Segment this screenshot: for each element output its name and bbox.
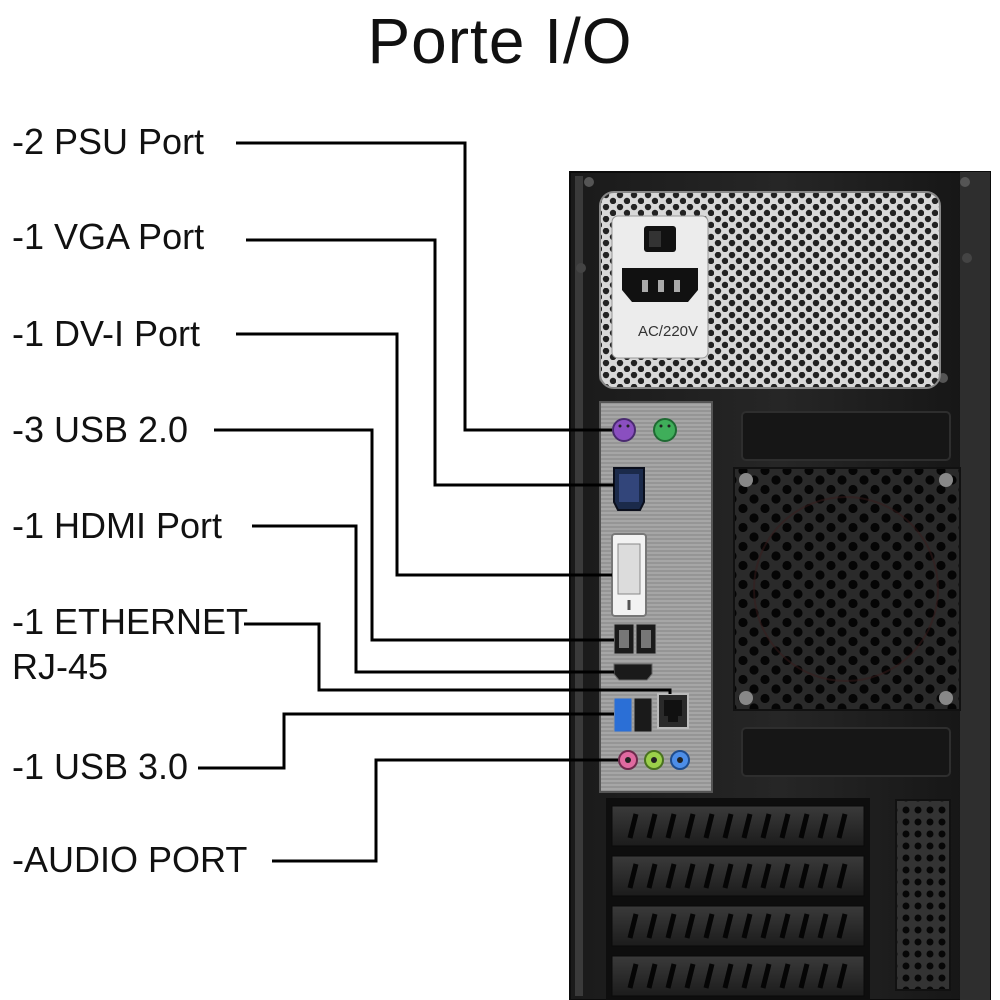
slot-vent-slit <box>646 913 658 939</box>
label-hdmi-port: -1 HDMI Port <box>12 505 223 546</box>
slot-vent-slit <box>836 963 848 989</box>
slot-vent-slit <box>760 913 772 939</box>
slot-vent-slit <box>722 963 734 989</box>
expansion-slots <box>606 798 870 1000</box>
slot-vent-slit <box>627 963 639 989</box>
leader-line-usb3 <box>198 712 614 770</box>
label-psu-port: -2 PSU Port <box>12 121 205 162</box>
label-usb3: -1 USB 3.0 <box>12 746 189 787</box>
label-ethernet-rj45: RJ-45 <box>12 646 109 687</box>
slot-vent-slit <box>817 813 829 839</box>
slot-vent-slit <box>722 813 734 839</box>
slot-vent-slit <box>684 813 696 839</box>
label-usb2: -3 USB 2.0 <box>12 409 189 450</box>
slot-vent-slit <box>646 963 658 989</box>
slot-vent-slit <box>684 863 696 889</box>
slot-vent-slit <box>684 913 696 939</box>
diagram-title: Porte I/O <box>367 5 633 77</box>
label-dvi-port: -1 DV-I Port <box>12 313 201 354</box>
label-vga-port: -1 VGA Port <box>12 216 205 257</box>
slot-vent-slit <box>741 913 753 939</box>
leader-line-usb2 <box>214 428 614 642</box>
slot-vent-slit <box>703 813 715 839</box>
slot-vent-slit <box>798 813 810 839</box>
leader-line-dvi <box>236 332 612 577</box>
leader-line-audio <box>272 758 618 863</box>
slot-vent-slit <box>817 863 829 889</box>
side-vent <box>895 799 951 991</box>
leader-line-ethernet <box>244 622 672 694</box>
slot-vent-slit <box>817 963 829 989</box>
slot-vent-slit <box>665 863 677 889</box>
slot-vent-slit <box>798 863 810 889</box>
leader-line-vga <box>246 238 614 487</box>
slot-vent-slit <box>665 963 677 989</box>
slot-vent-slit <box>741 963 753 989</box>
label-audio-port: -AUDIO PORT <box>12 839 248 880</box>
slot-vent-slit <box>703 863 715 889</box>
slot-vent-slit <box>798 963 810 989</box>
slot-vent-slit <box>646 863 658 889</box>
slot-vent-slit <box>817 913 829 939</box>
slot-vent-slit <box>684 963 696 989</box>
slot-vent-slit <box>760 963 772 989</box>
label-ethernet: -1 ETHERNET <box>12 601 249 642</box>
slot-vent-slit <box>836 913 848 939</box>
slot-vent-slit <box>627 813 639 839</box>
slot-vent-slit <box>836 813 848 839</box>
usb2-port-icon <box>633 697 653 733</box>
power-supply-unit: AC/220V <box>599 191 941 389</box>
leader-line-psu <box>236 141 612 432</box>
slot-vent-slit <box>760 863 772 889</box>
ps2-keyboard-port-icon <box>612 418 636 442</box>
slot-vent-slit <box>741 813 753 839</box>
slot-vent-slit <box>779 963 791 989</box>
leader-lines <box>198 141 672 863</box>
slot-vent-slit <box>722 863 734 889</box>
slot-vent-slit <box>741 863 753 889</box>
slot-vent-slit <box>779 813 791 839</box>
case-fan-grill <box>733 411 961 777</box>
slot-vent-slit <box>646 813 658 839</box>
slot-vent-slit <box>779 863 791 889</box>
slot-vent-slit <box>760 813 772 839</box>
slot-vent-slit <box>665 813 677 839</box>
slot-vent-slit <box>627 863 639 889</box>
hdmi-port-icon <box>613 663 653 681</box>
slot-vent-slit <box>722 913 734 939</box>
slot-vent-slit <box>703 963 715 989</box>
slot-vent-slit <box>779 913 791 939</box>
slot-vent-slit <box>627 913 639 939</box>
slot-vent-slit <box>798 913 810 939</box>
slot-vent-slit <box>703 913 715 939</box>
usb3-port-icon <box>613 697 633 733</box>
leader-line-hdmi <box>252 524 614 674</box>
psu-voltage-label: AC/220V <box>638 323 698 340</box>
slot-vent-slit <box>836 863 848 889</box>
io-shield <box>599 401 713 793</box>
slot-vent-slit <box>665 913 677 939</box>
ps2-mouse-port-icon <box>653 418 677 442</box>
